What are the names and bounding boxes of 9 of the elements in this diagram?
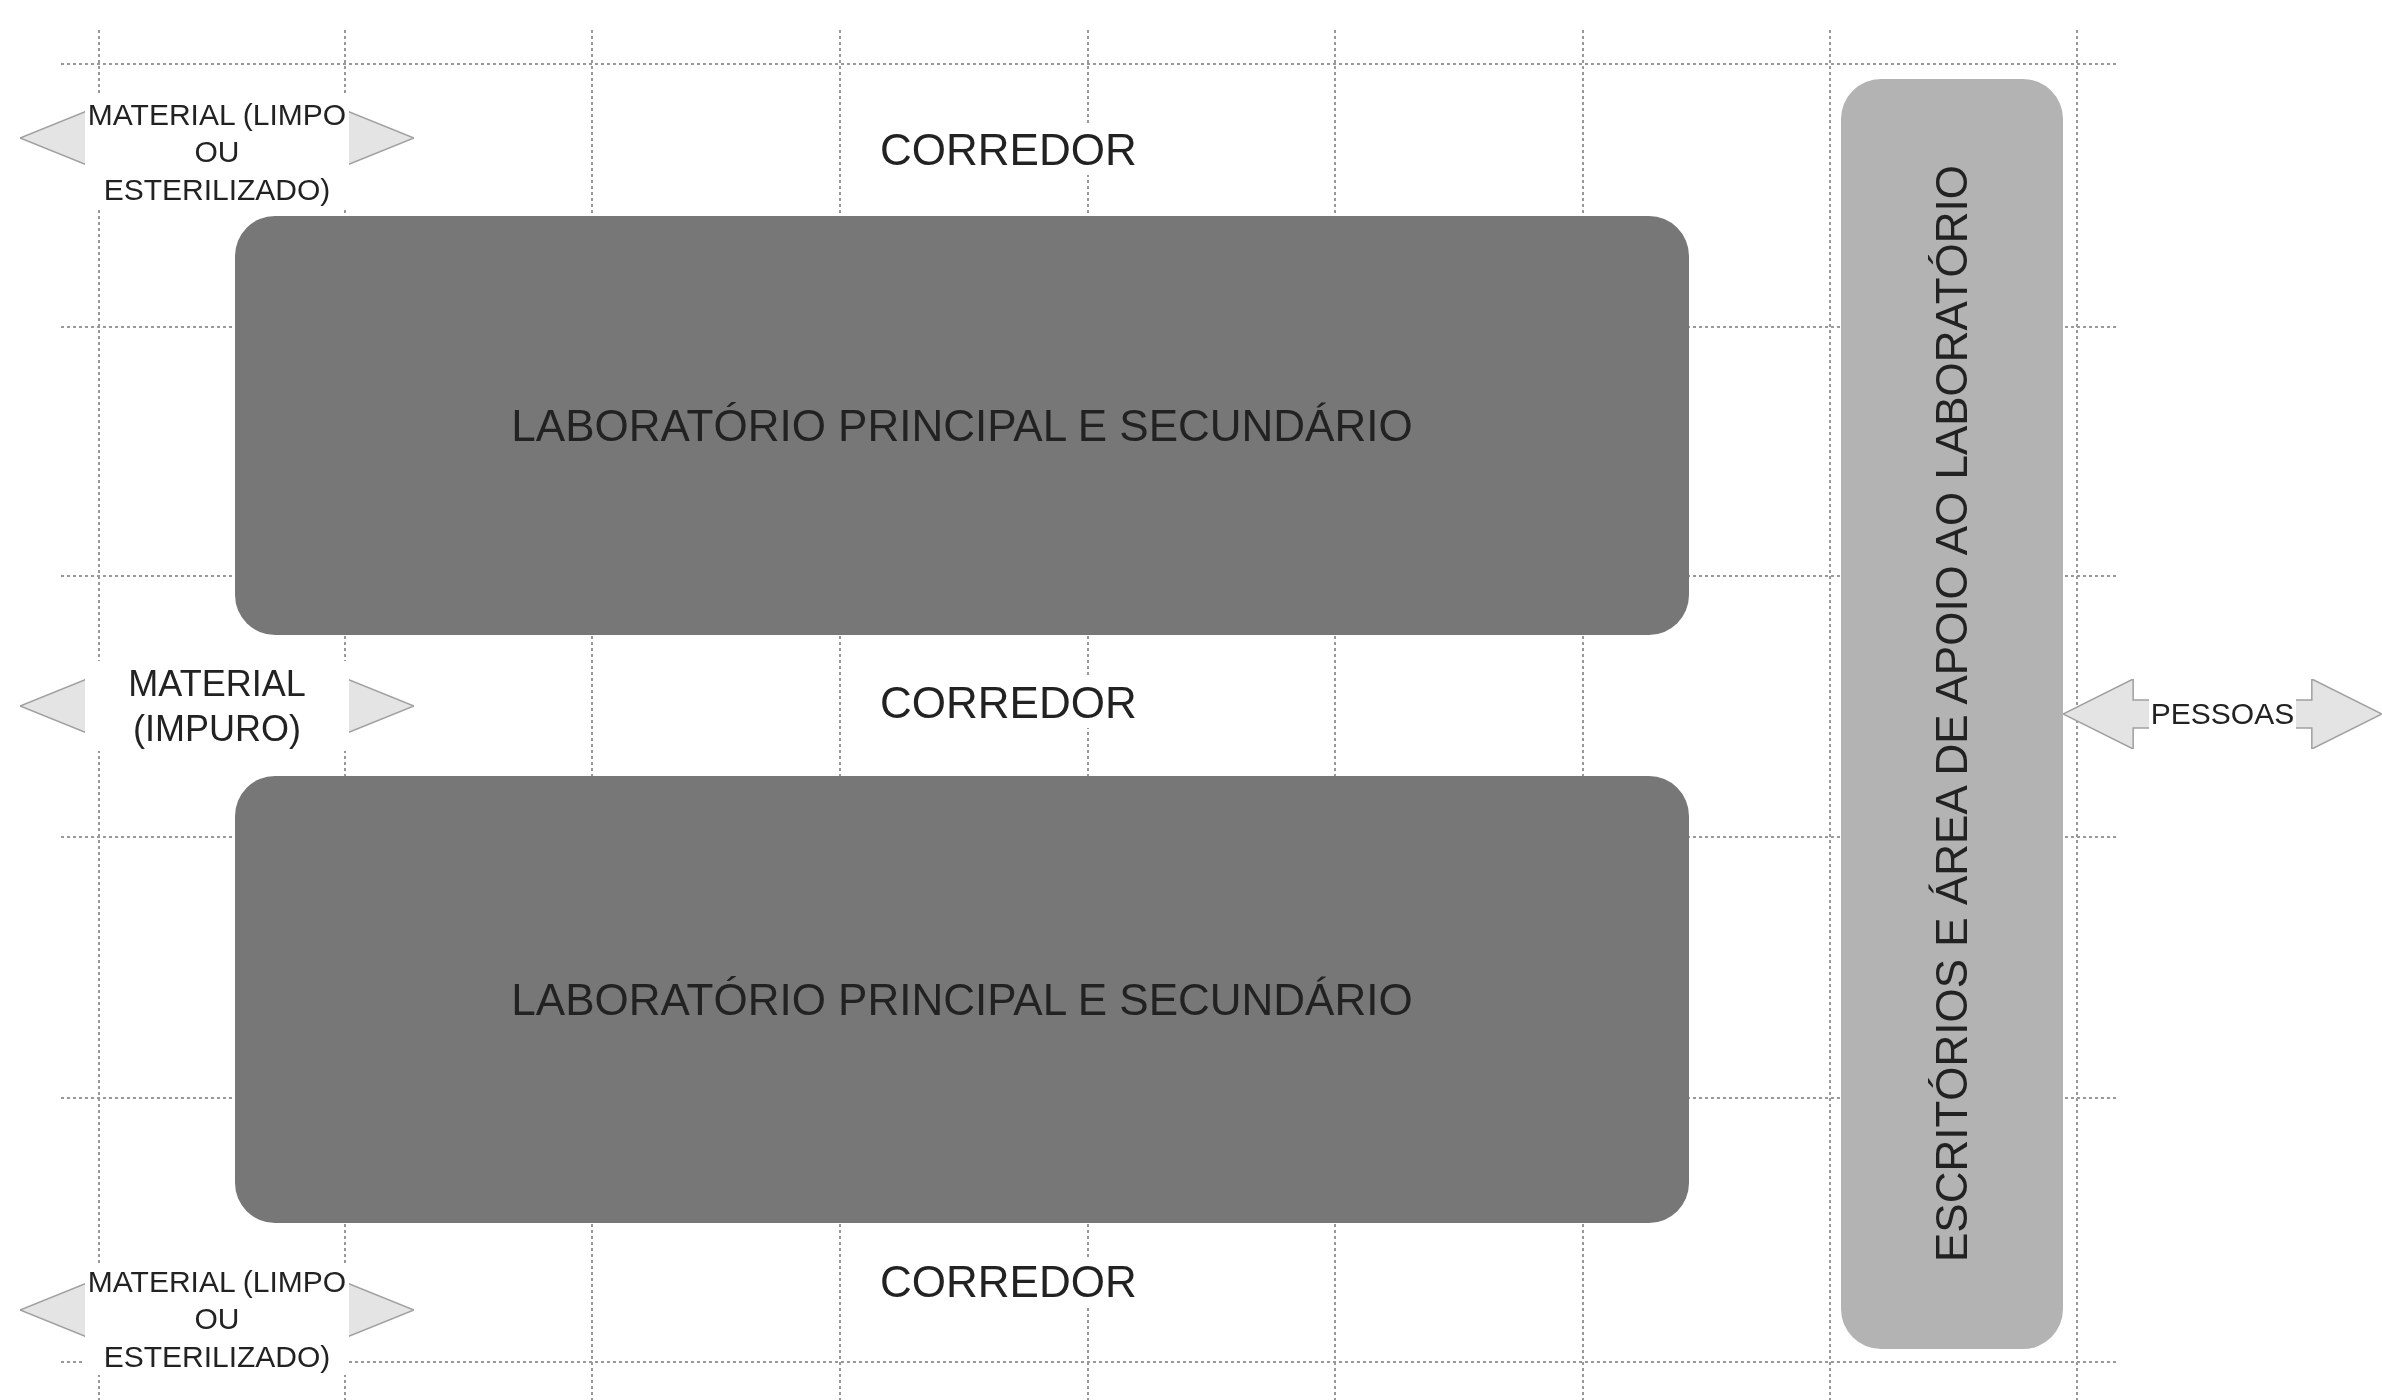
area-label: ESCRITÓRIOS E ÁREA DE APOIO AO LABORATÓRIO (1927, 165, 1977, 1263)
flow-label: MATERIAL (LIMPO OU ESTERILIZADO) (85, 95, 349, 209)
laboratory-area: LABORATÓRIO PRINCIPAL E SECUNDÁRIO (235, 776, 1689, 1223)
laboratory-area: LABORATÓRIO PRINCIPAL E SECUNDÁRIO (235, 216, 1689, 635)
corridor-label: CORREDOR (880, 1257, 1137, 1307)
office-support-area (1841, 79, 2063, 1349)
corridor-label: CORREDOR (880, 678, 1137, 728)
flow-label: MATERIAL (IMPURO) (85, 661, 349, 751)
corridor-label: CORREDOR (880, 125, 1137, 175)
